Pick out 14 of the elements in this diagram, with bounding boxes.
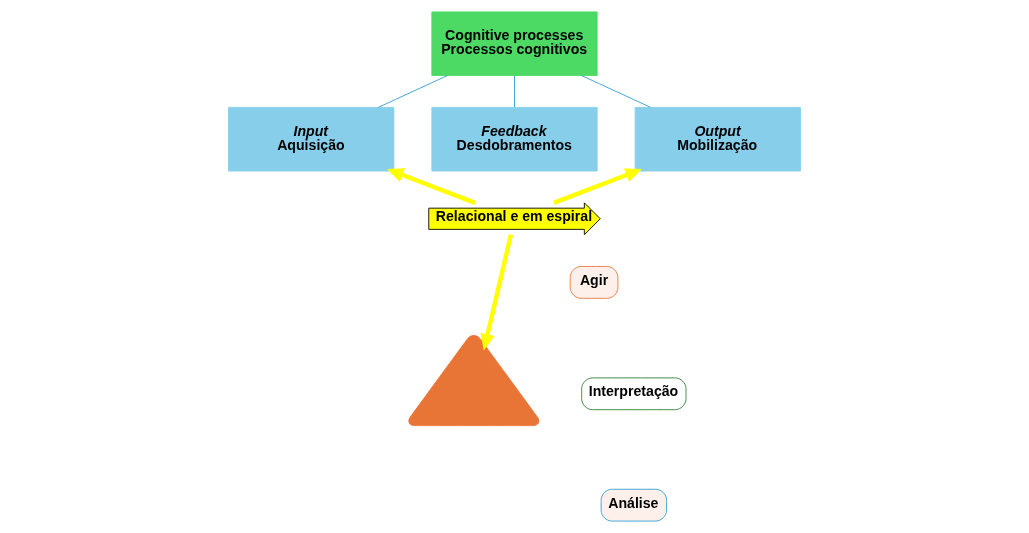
arrow (480, 234, 514, 351)
connector (378, 75, 448, 108)
node-box: Output Mobilização (634, 106, 801, 172)
arrow (386, 168, 476, 205)
arrow (553, 168, 643, 205)
node-box: Análise (600, 488, 667, 522)
node-box: Feedback Desdobramentos (431, 106, 598, 172)
node-triangle (408, 335, 540, 427)
node-box: Cognitive processes Processos cognitivos (431, 11, 598, 76)
connector (581, 75, 651, 108)
node-box: Interpretação (581, 377, 687, 411)
node-box: Input Aquisição (228, 106, 395, 172)
connector (514, 75, 515, 108)
node-box: Agir (569, 266, 619, 299)
